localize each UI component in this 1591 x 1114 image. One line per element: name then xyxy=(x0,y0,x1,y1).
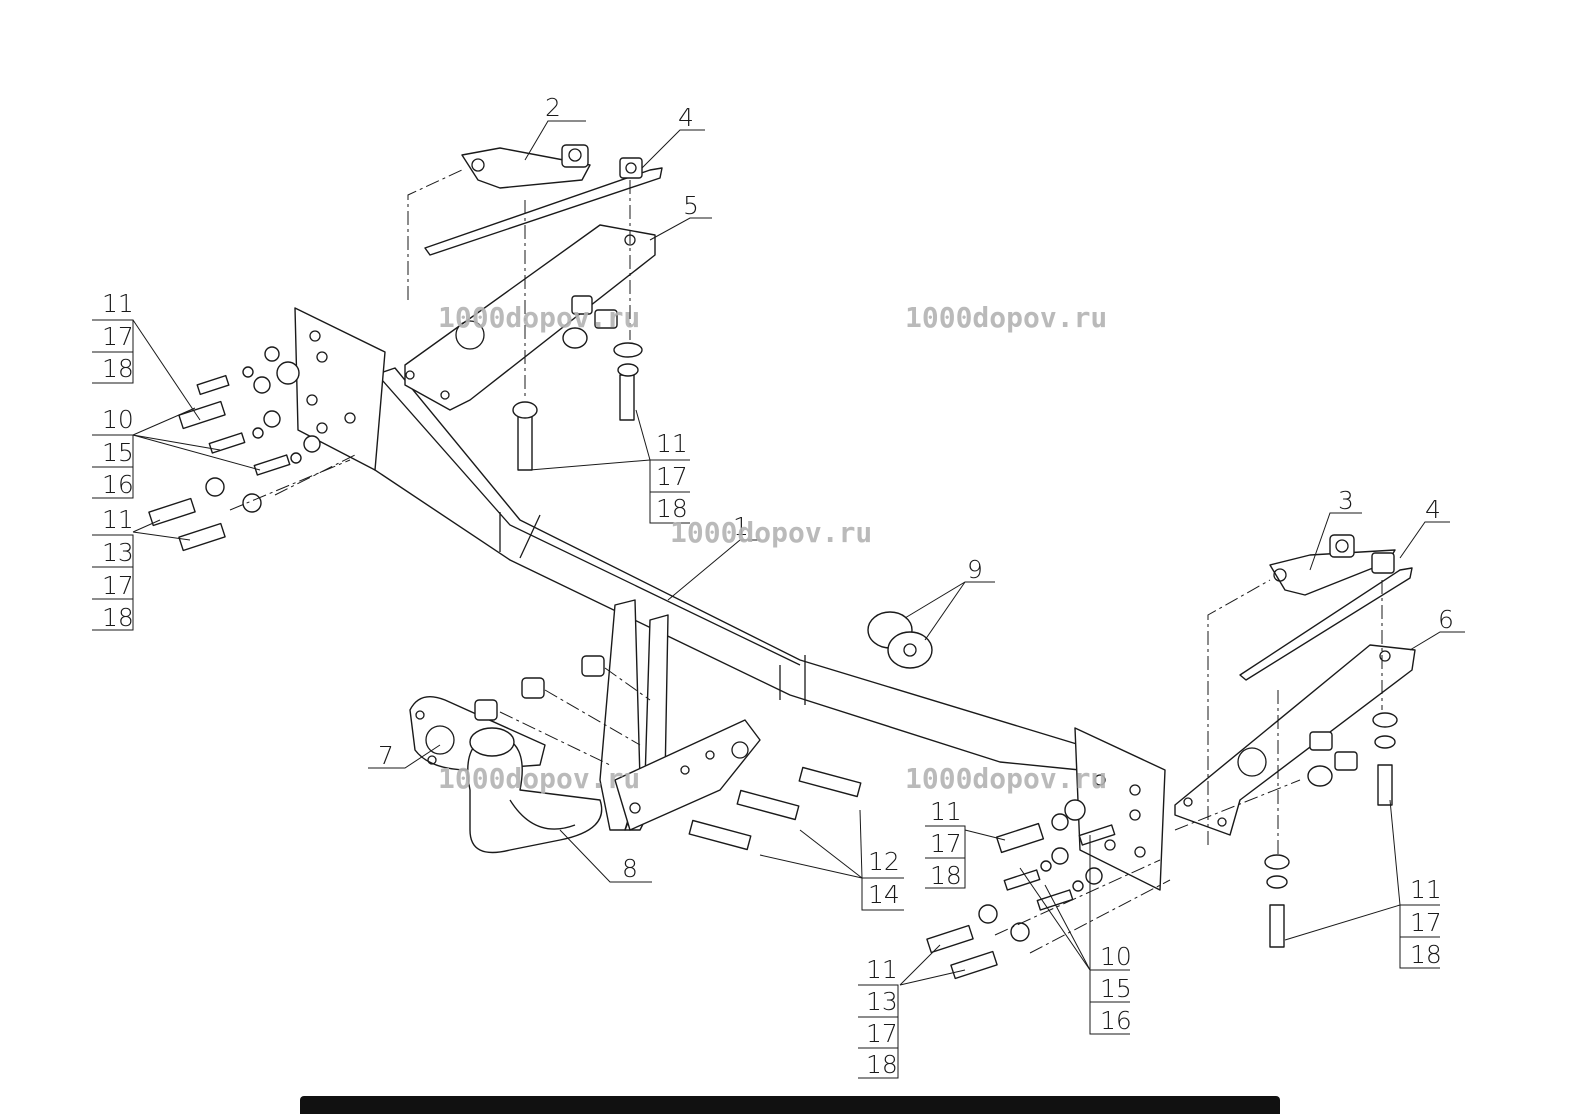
stack-item: 11 xyxy=(866,955,898,984)
stack-item: 18 xyxy=(866,1050,898,1079)
stack-item: 17 xyxy=(930,829,962,858)
strap-4-right xyxy=(1239,552,1413,681)
callout-2: 2 xyxy=(545,93,561,122)
stack-item: 11 xyxy=(930,797,962,826)
callout-4-left: 4 xyxy=(678,103,694,132)
stack-item: 16 xyxy=(102,470,134,499)
stack-item: 13 xyxy=(866,987,898,1016)
stack-left-mid: 10 15 16 xyxy=(92,405,134,499)
stack-item: 18 xyxy=(930,861,962,890)
callout-1: 1 xyxy=(733,512,749,541)
callout-8: 8 xyxy=(622,854,638,883)
stack-item: 17 xyxy=(102,322,134,351)
callout-9: 9 xyxy=(967,555,983,584)
stack-item: 17 xyxy=(1410,908,1442,937)
stack-item: 13 xyxy=(102,538,134,567)
watermark-1: 1000dopov.ru xyxy=(438,301,640,334)
bottom-edge-bar xyxy=(300,1096,1280,1114)
stack-item: 10 xyxy=(1100,942,1132,971)
watermark-2: 1000dopov.ru xyxy=(905,301,1107,334)
towball-8 xyxy=(467,727,603,854)
stack-item: 14 xyxy=(868,880,900,909)
callout-6: 6 xyxy=(1438,605,1454,634)
callout-labels: 1 2 4 5 3 4 6 7 8 9 xyxy=(378,93,1454,883)
watermark-3: 1000dopov.ru xyxy=(670,516,872,549)
stack-item: 18 xyxy=(1410,940,1442,969)
watermarks: 1000dopov.ru 1000dopov.ru 1000dopov.ru 1… xyxy=(438,301,1107,795)
stack-item: 18 xyxy=(102,603,134,632)
stack-item: 17 xyxy=(102,571,134,600)
stack-item: 11 xyxy=(102,505,134,534)
stack-item: 18 xyxy=(656,494,688,523)
stack-left-bottom: 11 13 17 18 xyxy=(92,505,134,632)
stack-item: 16 xyxy=(1100,1006,1132,1035)
stack-right-bottom: 11 13 17 18 xyxy=(858,955,899,1079)
stack-item: 12 xyxy=(868,847,900,876)
stack-center-bolt: 11 17 18 xyxy=(649,429,690,524)
stack-item: 17 xyxy=(866,1019,898,1048)
strap-4-left xyxy=(424,157,663,256)
bracket-2 xyxy=(461,144,591,189)
leader-lines xyxy=(132,120,1465,986)
watermark-5: 1000dopov.ru xyxy=(905,762,1107,795)
stack-left-top: 11 17 18 xyxy=(92,289,134,384)
callout-3: 3 xyxy=(1338,486,1354,515)
stack-item: 17 xyxy=(656,462,688,491)
stack-item: 18 xyxy=(102,354,134,383)
bushing-9 xyxy=(867,611,933,669)
stack-right-plate: 11 17 18 xyxy=(925,797,966,890)
stack-item: 11 xyxy=(1410,875,1442,904)
stack-item: 11 xyxy=(102,289,134,318)
stack-item: 10 xyxy=(102,405,134,434)
stack-item: 11 xyxy=(656,429,688,458)
callout-7: 7 xyxy=(378,741,394,770)
fasteners xyxy=(148,169,1398,980)
watermark-4: 1000dopov.ru xyxy=(438,762,640,795)
callout-5: 5 xyxy=(683,191,699,220)
stack-right-mid: 10 15 16 xyxy=(1089,942,1132,1035)
crossbar-part xyxy=(294,307,1166,891)
stack-item: 15 xyxy=(1100,974,1132,1003)
callout-4-right: 4 xyxy=(1425,495,1441,524)
stack-right-far: 11 17 18 xyxy=(1399,875,1442,969)
stack-item: 15 xyxy=(102,438,134,467)
stack-hitch-bolts: 12 14 xyxy=(861,847,904,911)
